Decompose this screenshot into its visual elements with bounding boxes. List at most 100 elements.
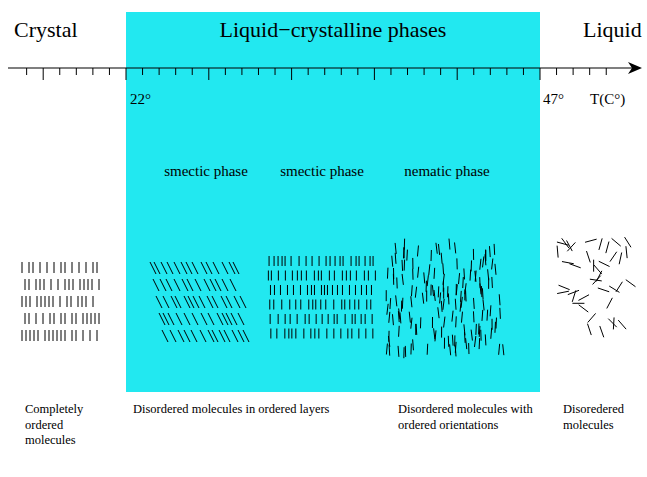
- molecule: [43, 313, 44, 324]
- molecule: [30, 296, 31, 307]
- molecule: [334, 271, 335, 281]
- molecule: [90, 330, 91, 341]
- molecule: [337, 285, 338, 295]
- molecule: [97, 330, 98, 341]
- axis-tick: [523, 68, 524, 75]
- axis-tick: [473, 68, 474, 75]
- axis-tick: [175, 68, 176, 75]
- molecule: [342, 285, 343, 295]
- molecule: [65, 330, 66, 341]
- axis-tick: [556, 68, 557, 75]
- molecule: [321, 271, 322, 281]
- molecule: [26, 330, 27, 341]
- molecule: [475, 271, 476, 282]
- molecule: [612, 238, 621, 246]
- molecule: [306, 271, 307, 281]
- molecule: [287, 285, 288, 295]
- molecule: [569, 264, 580, 268]
- molecule: [350, 271, 351, 281]
- phase-name-holder: nematic phase: [384, 162, 510, 181]
- molecule: [305, 314, 306, 324]
- molecule: [368, 271, 369, 281]
- molecule: [344, 300, 345, 310]
- molecule: [22, 296, 23, 307]
- molecule: [375, 271, 376, 281]
- molecule: [273, 300, 274, 310]
- band-title: Liquid−crystalline phases: [126, 16, 540, 44]
- axis-tick: [258, 68, 259, 75]
- molecule: [599, 238, 602, 250]
- molecule: [342, 271, 343, 281]
- molecule: [40, 279, 41, 290]
- molecule: [99, 279, 100, 290]
- molecule: [328, 314, 329, 324]
- axis-tick: [589, 68, 590, 75]
- molecule: [270, 329, 271, 339]
- axis-tick: [374, 68, 375, 80]
- axis-tick: [573, 68, 574, 75]
- axis-tick: [324, 68, 325, 75]
- axis-label-holder: T(C°): [590, 90, 625, 109]
- molecule: [45, 330, 46, 341]
- axis-tick: [606, 68, 607, 75]
- molecule: [314, 285, 315, 295]
- molecule: [492, 319, 493, 330]
- molecule: [61, 313, 62, 324]
- phase-band: Liquid−crystalline phasessmectic phasesm…: [126, 12, 540, 392]
- molecule: [600, 326, 604, 337]
- molecule: [91, 313, 92, 324]
- molecule: [61, 262, 62, 273]
- molecule: [291, 256, 292, 266]
- molecule: [307, 285, 308, 295]
- molecule: [49, 330, 50, 341]
- molecule: [22, 330, 23, 341]
- molecule: [562, 262, 574, 264]
- molecule: [288, 329, 289, 339]
- molecule: [330, 256, 331, 266]
- molecule: [65, 279, 66, 290]
- axis-tick: [275, 68, 276, 75]
- molecule: [579, 305, 589, 312]
- molecule: [568, 290, 579, 294]
- axis-tick: [357, 68, 358, 75]
- molecule: [25, 279, 26, 290]
- description: Disordered molecules in ordered layers: [133, 402, 383, 418]
- molecule: [333, 329, 334, 339]
- molecule: [371, 285, 372, 295]
- molecule: [29, 279, 30, 290]
- molecule: [72, 262, 73, 273]
- axis-tick: [407, 68, 408, 75]
- molecule: [295, 300, 296, 310]
- molecule: [83, 313, 84, 324]
- molecule: [351, 329, 352, 339]
- description: Disordered molecules with ordered orient…: [398, 402, 533, 433]
- molecule: [285, 256, 286, 266]
- molecule: [358, 329, 359, 339]
- molecule: [25, 313, 26, 324]
- molecule: [616, 282, 622, 292]
- molecule: [53, 296, 54, 307]
- molecule: [321, 285, 322, 295]
- molecule: [72, 330, 73, 341]
- axis-tick: [424, 68, 425, 75]
- temperature-axis: [8, 67, 636, 68]
- axis-tick: [159, 68, 160, 75]
- molecule: [270, 314, 271, 324]
- molecule: [607, 298, 613, 309]
- axis-tick: [43, 68, 44, 80]
- molecule: [299, 256, 300, 266]
- molecule: [276, 329, 277, 339]
- axis-tick: [390, 68, 391, 75]
- molecule: [29, 313, 30, 324]
- phase-name-holder: smectic phase: [257, 162, 387, 181]
- molecule: [37, 296, 38, 307]
- molecule: [65, 262, 66, 273]
- molecule: [38, 330, 39, 341]
- molecule: [312, 256, 313, 266]
- molecule: [315, 300, 316, 310]
- axis-tick: [506, 68, 507, 75]
- molecule: [79, 262, 80, 273]
- molecule: [316, 314, 317, 324]
- molecule: [365, 329, 366, 339]
- axis-tick: [142, 68, 143, 75]
